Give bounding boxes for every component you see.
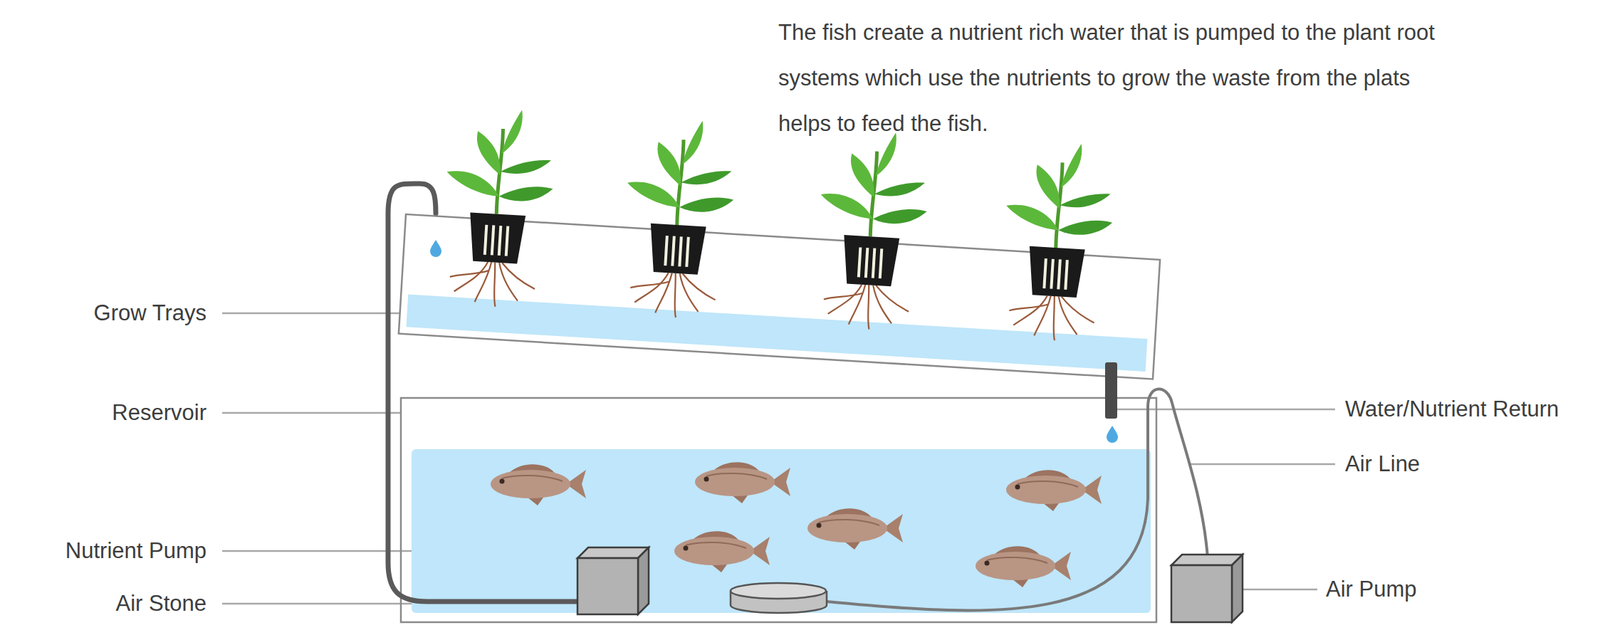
plant [619,116,738,322]
water-drop [430,239,442,258]
air-stone [730,583,827,614]
fish [807,508,903,550]
note-text: The fish create a nutrient rich water th… [778,9,1445,147]
return-pipe [1105,362,1118,419]
reservoir-tank [400,398,1157,623]
plant [813,128,932,333]
air-pump [1171,554,1243,623]
water-drop [1106,425,1118,443]
part-label: Nutrient Pump [3,537,207,565]
fish [490,464,587,506]
part-label: Air Line [1345,450,1420,478]
part-label: Air Pump [1325,576,1417,604]
part-label: Grow Trays [3,299,207,327]
nutrient-pump [577,547,649,615]
plant [439,106,558,311]
part-label: Air Stone [3,590,207,618]
nutrient-tube [388,183,578,602]
fish [674,531,770,573]
fish [1006,469,1102,512]
part-label: Water/Nutrient Return [1345,395,1559,423]
fish [975,546,1071,588]
grow-tray [398,103,1168,379]
air-line [826,388,1208,611]
plant [998,139,1117,344]
fish [694,462,791,504]
part-label: Reservoir [3,399,207,427]
